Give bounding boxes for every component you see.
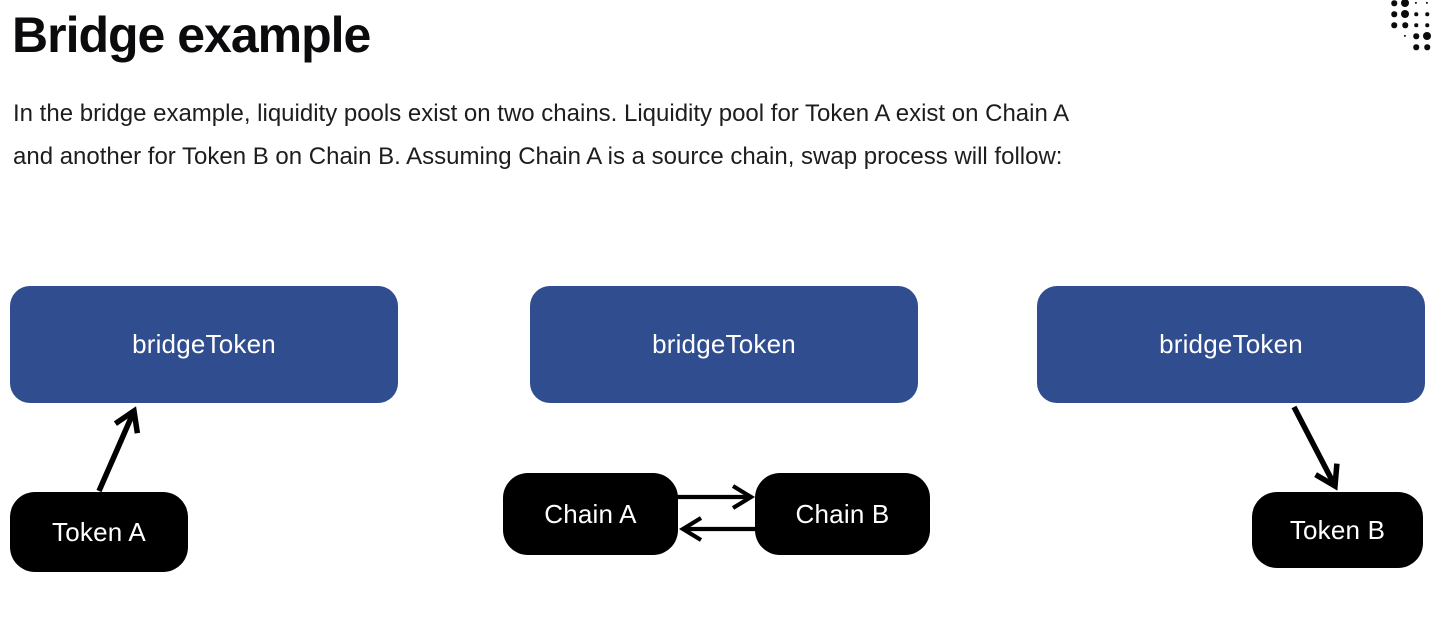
dot (1414, 1, 1418, 5)
chain-a-box: Chain A (503, 473, 678, 555)
token-a-box: Token A (10, 492, 188, 572)
dot (1413, 44, 1419, 50)
dot (1425, 23, 1429, 27)
intro-paragraph: In the bridge example, liquidity pools e… (13, 92, 1069, 178)
token-b-box: Token B (1252, 492, 1423, 568)
arrow-token-a-to-bridge (96, 406, 141, 493)
dot (1425, 12, 1429, 16)
intro-paragraph-line-1: In the bridge example, liquidity pools e… (13, 100, 1070, 127)
dot (1413, 33, 1419, 39)
dot (1414, 23, 1418, 27)
bridge-token-label: bridgeToken (1159, 329, 1303, 359)
bridge-token-label: bridgeToken (652, 329, 796, 359)
dot (1425, 1, 1429, 5)
chain-b-box: Chain B (755, 473, 930, 555)
dot-pattern-decoration (1388, 0, 1434, 55)
chain-b-label: Chain B (795, 498, 890, 529)
dot (1402, 22, 1408, 28)
chain-a-label: Chain A (544, 498, 637, 529)
dot (1414, 12, 1418, 16)
dot (1391, 0, 1397, 6)
dot (1403, 34, 1407, 38)
bridge-token-label: bridgeToken (132, 329, 276, 359)
token-b-label: Token B (1289, 514, 1386, 545)
dot (1423, 32, 1431, 40)
intro-paragraph-line-2: and another for Token B on Chain B. Assu… (13, 143, 1063, 170)
page-title: Bridge example (12, 7, 371, 63)
dot (1401, 0, 1409, 7)
dot (1401, 10, 1409, 18)
bridge-token-box-right: bridgeToken (1037, 286, 1425, 403)
arrow-bridge-to-token-b (1291, 405, 1340, 491)
dot (1391, 22, 1397, 28)
bridge-token-box-left: bridgeToken (10, 286, 398, 403)
bridge-token-box-middle: bridgeToken (530, 286, 918, 403)
dot (1424, 44, 1430, 50)
token-a-label: Token A (52, 516, 146, 547)
dot (1391, 11, 1397, 17)
